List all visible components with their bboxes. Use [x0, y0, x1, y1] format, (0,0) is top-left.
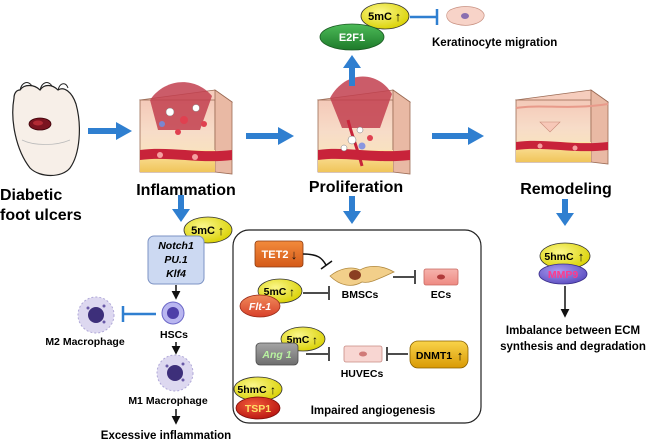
tsp1-label: TSP1 [245, 403, 271, 415]
inflammation-skin-illustration [138, 82, 234, 175]
inhibit-flt1-bmscs [303, 286, 330, 300]
keratinocyte-label: Keratinocyte migration [432, 37, 557, 49]
m1-macrophage-icon [156, 354, 194, 392]
excessive-inflammation-label: Excessive inflammation [101, 430, 231, 442]
svg-text:5mC: 5mC [264, 286, 287, 298]
svg-text:↑: ↑ [312, 333, 318, 347]
bmscs-cell-icon [329, 266, 395, 286]
flt1-label: Flt-1 [249, 301, 271, 313]
inhibit-ang1-huvecs [306, 347, 330, 361]
down-arrow-inflammation [172, 195, 190, 222]
svg-text:↑: ↑ [289, 285, 295, 299]
gene-notch1: Notch1 [158, 240, 194, 252]
hscs-cell-icon [161, 301, 185, 325]
inhibit-tet2-bmscs [302, 253, 333, 270]
inhibit-dnmt1-huvecs [386, 347, 408, 361]
gene-box: Notch1 PU.1 Klf4 [147, 235, 205, 285]
e2f1-label: E2F1 [339, 32, 365, 44]
keratinocyte-icon [446, 6, 485, 26]
tsp1-5hmc-badge: 5hmC ↑ [233, 376, 283, 402]
ang1-label: Ang 1 [261, 349, 291, 361]
svg-text:↑: ↑ [395, 9, 402, 24]
inflammation-label: Inflammation [136, 182, 236, 199]
ecm-outcome-line1: Imbalance between ECM [506, 325, 640, 337]
e2f1-node: E2F1 [319, 23, 385, 51]
svg-text:5mC: 5mC [191, 225, 215, 237]
mmp9-5hmc-badge: 5hmC ↑ [539, 242, 591, 270]
m2-macrophage-icon [77, 296, 115, 334]
svg-text:↑: ↑ [218, 223, 225, 238]
up-arrow-proliferation [343, 55, 361, 86]
svg-text:↑: ↑ [457, 348, 464, 363]
flow-arrow-1 [88, 122, 132, 140]
bmscs-label: BMSCs [342, 289, 379, 301]
inhibit-m2 [121, 306, 156, 322]
svg-text:5hmC: 5hmC [237, 384, 267, 396]
remodeling-label: Remodeling [520, 181, 612, 198]
svg-text:5mC: 5mC [368, 11, 392, 23]
m2-label: M2 Macrophage [45, 336, 125, 348]
m1-label: M1 Macrophage [128, 395, 208, 407]
dfu-label-line1: Diabetic [0, 187, 62, 204]
ecs-cell-icon [423, 268, 459, 286]
hscs-label: HSCs [160, 329, 188, 341]
dfu-label-line2: foot ulcers [0, 207, 82, 224]
tet2-label: TET2 [262, 249, 289, 261]
ecm-outcome-line2: synthesis and degradation [500, 341, 646, 353]
ecs-label: ECs [431, 289, 452, 301]
gene-klf4: Klf4 [166, 268, 186, 280]
proliferation-label: Proliferation [309, 179, 403, 196]
svg-text:↓: ↓ [291, 247, 298, 262]
flt1-node: Flt-1 [239, 294, 281, 318]
top-5mc-badge: 5mC ↑ [360, 2, 410, 30]
svg-text:5hmC: 5hmC [544, 251, 574, 263]
impaired-angiogenesis-label: Impaired angiogenesis [311, 405, 436, 417]
flow-arrow-3 [432, 127, 484, 145]
svg-text:↑: ↑ [270, 383, 276, 397]
tet2-node: TET2 ↓ [254, 240, 304, 268]
dnmt1-label: DNMT1 [416, 350, 452, 362]
inhibit-bmscs-ecs [393, 270, 416, 284]
tsp1-node: TSP1 [235, 396, 281, 420]
dnmt1-node: DNMT1 ↑ [409, 340, 469, 369]
inhibit-keratinocyte [410, 9, 439, 25]
huvecs-label: HUVECs [341, 368, 384, 380]
down-arrow-proliferation [343, 196, 361, 224]
foot-icon [12, 82, 80, 177]
down-arrow-remodeling [556, 199, 574, 226]
remodeling-skin-illustration [514, 89, 610, 165]
proliferation-skin-illustration [316, 76, 412, 175]
ang1-node: Ang 1 [255, 342, 299, 366]
mmp9-node: MMP9 [538, 263, 588, 285]
angiogenesis-box [232, 229, 482, 424]
gene-pu1: PU.1 [164, 254, 188, 266]
mmp9-label: MMP9 [548, 269, 578, 281]
svg-text:↑: ↑ [578, 249, 585, 264]
huvecs-cell-icon [343, 345, 383, 363]
flow-arrow-2 [246, 127, 294, 145]
